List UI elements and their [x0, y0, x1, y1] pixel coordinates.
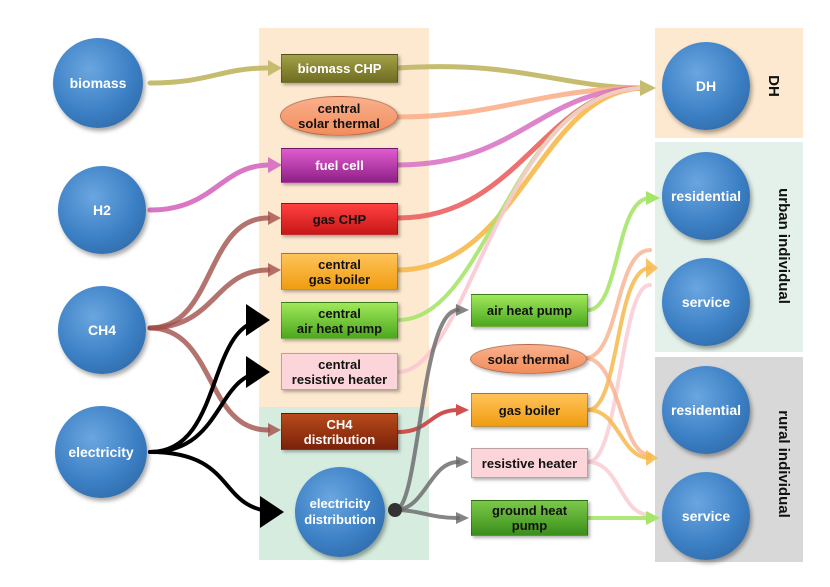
arrowhead-rural — [646, 450, 658, 466]
flow-biomass-chp-to-dh — [395, 64, 648, 91]
flow-resistive-to-dh — [396, 86, 647, 374]
box-ch4-distribution: CH4 distribution — [281, 413, 398, 450]
arrowhead-ch4-gas-boiler — [268, 263, 281, 277]
box-solar-thermal: solar thermal — [470, 344, 587, 374]
flow-ch4-to-distribution — [147, 325, 271, 433]
arrowhead-gas-boiler — [456, 404, 469, 416]
flow-elec-dist-to-ground-hp — [393, 508, 460, 520]
arrowhead-ch4-distribution — [268, 423, 281, 437]
group-label-dh: DH — [765, 75, 782, 97]
node-dh: DH — [662, 42, 750, 130]
arrowhead-ch4-gas-chp — [268, 211, 281, 225]
arrowhead-air-hp — [456, 304, 469, 316]
flow-ch4-to-gas-boiler — [147, 267, 271, 331]
group-label-rural-individual: rural individual — [775, 410, 792, 518]
box-gas-chp: gas CHP — [281, 203, 398, 235]
flow-gas-boiler-to-rural — [586, 408, 652, 460]
arrowhead-ground-hp — [456, 512, 469, 524]
flow-resistive-to-rural-service — [586, 460, 652, 517]
flow-electricity-to-distribution — [148, 450, 284, 528]
box-fuel-cell: fuel cell — [281, 148, 398, 183]
node-electricity-distribution: electricity distribution — [295, 467, 385, 557]
box-central-solar-thermal: central solar thermal — [280, 96, 398, 136]
flow-biomass-to-chp — [147, 65, 271, 86]
node-electricity: electricity — [55, 406, 147, 498]
box-biomass-chp: biomass CHP — [281, 54, 398, 83]
node-ch4: CH4 — [58, 286, 146, 374]
arrowhead-urban — [646, 258, 658, 278]
box-ground-heat-pump: ground heat pump — [471, 500, 588, 536]
node-biomass: biomass — [53, 38, 143, 128]
flow-elec-dist-to-resistive — [393, 460, 460, 512]
electricity-junction — [388, 503, 402, 517]
flow-electricity-to-air-hp — [148, 304, 270, 454]
group-label-urban-individual: urban individual — [775, 188, 792, 304]
arrowhead-resistive — [456, 456, 469, 468]
arrowhead-urban-res — [646, 191, 660, 205]
box-central-resistive-heater: central resistive heater — [281, 353, 398, 390]
node-h2: H2 — [58, 166, 146, 254]
box-gas-boiler: gas boiler — [471, 393, 588, 427]
flow-elec-dist-to-air-hp — [393, 308, 460, 512]
box-resistive-heater: resistive heater — [471, 448, 588, 478]
flow-h2-to-fuel-cell — [147, 162, 273, 213]
node-urban-service: service — [662, 258, 750, 346]
flow-air-hp-to-urban-res — [586, 196, 652, 312]
flow-fuel-cell-to-dh — [395, 85, 648, 168]
box-central-air-heat-pump: central air heat pump — [281, 302, 398, 339]
flow-gas-chp-to-dh — [395, 85, 648, 221]
box-central-gas-boiler: central gas boiler — [281, 253, 398, 290]
arrowhead-biomass-chp — [268, 60, 282, 76]
flow-resistive-to-urban — [586, 283, 652, 464]
flow-solar-to-urban-res — [583, 248, 652, 360]
flow-gas-boiler-to-urban — [586, 266, 652, 412]
flow-electricity-to-resistive — [148, 356, 270, 454]
node-rural-service: service — [662, 472, 750, 560]
arrowhead-dh — [640, 80, 656, 96]
node-rural-residential: residential — [662, 366, 750, 454]
arrowhead-h2-fuel-cell — [268, 157, 282, 173]
flow-solar-to-rural — [583, 356, 652, 457]
node-urban-residential: residential — [662, 152, 750, 240]
flow-ch4-dist-to-gas-boiler — [396, 408, 460, 434]
arrowhead-rural-service — [646, 511, 660, 525]
box-air-heat-pump: air heat pump — [471, 294, 588, 327]
